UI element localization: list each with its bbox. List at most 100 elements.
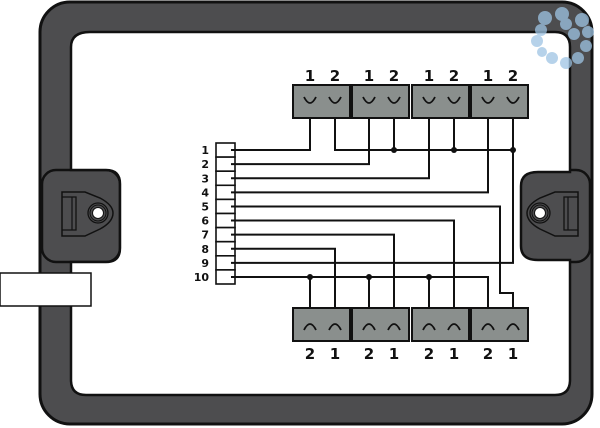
socket-icon [506,323,520,331]
pin-label: 2 [424,345,434,363]
left-mounting-lug [40,168,122,264]
terminal-2: 2 [201,156,236,173]
terminal-label: 3 [201,172,209,185]
terminal-3: 3 [201,170,236,187]
terminal-label: 1 [201,144,209,157]
connector-body [411,84,470,119]
connector-body [470,84,529,119]
right-screw-ring [529,202,551,224]
pin-label: 1 [424,67,434,85]
socket-icon [422,323,436,331]
terminal-9: 9 [201,255,236,271]
right-clip-outline [526,191,579,237]
pin-label: 1 [483,67,493,85]
connector-body [470,307,529,342]
connector-body [292,84,351,119]
right-clip-inner [563,196,578,231]
pin-label: 2 [508,67,518,85]
terminal-label: 7 [201,229,209,242]
socket-icon [362,323,376,331]
right-screw-hole [534,207,546,219]
terminal-6: 6 [201,212,236,229]
left-screw-hole [92,207,104,219]
pin-label: 1 [508,345,518,363]
pin-label: 2 [305,345,315,363]
connector-body [351,307,410,342]
socket-icon [481,323,495,331]
pin-label: 1 [305,67,315,85]
pin-label: 1 [449,345,459,363]
pin-label: 2 [449,67,459,85]
side-label-box [0,272,92,307]
housing-interior [69,30,572,397]
wire-terminal-3 [231,103,430,180]
pin-label: 2 [364,345,374,363]
terminal-label: 6 [201,215,209,228]
socket-icon [362,96,376,104]
watermark-logo-icon [531,7,594,69]
right-screw-mount [526,191,579,237]
pin-label: 2 [330,67,340,85]
connector-body [351,84,410,119]
pin-label: 1 [330,345,340,363]
terminal-8: 8 [201,240,236,257]
socket-icon [303,323,317,331]
terminal-label: 5 [201,200,209,213]
socket-icon [447,323,461,331]
junction-dot [391,147,397,154]
right-screw-ring-2 [531,204,549,222]
wire-terminal-7 [231,233,395,324]
pin-label: 1 [364,67,374,85]
wire-terminal-5 [231,205,514,324]
terminal-label: 4 [201,186,209,199]
pin-label: 2 [389,67,399,85]
terminal-label: 2 [201,158,209,171]
wire-terminal-2 [231,103,370,166]
junction-dot [451,147,457,154]
junction-dot [426,273,432,280]
socket-icon [387,96,401,104]
junction-dots [307,147,516,280]
left-screw-ring-2 [89,204,107,222]
junction-dot [307,273,313,280]
terminal-5: 5 [201,198,236,215]
terminal-label: 10 [194,271,210,284]
socket-icon [328,323,342,331]
left-screw-ring [87,202,109,224]
left-clip-inner [62,196,77,231]
socket-icon [303,96,317,104]
connector-body [411,307,470,342]
socket-icon [506,96,520,104]
left-screw-mount [61,191,114,237]
terminal-1: 1 [201,142,236,158]
left-clip-outline [61,191,114,237]
junction-dot [510,147,516,154]
socket-icon [481,96,495,104]
socket-icon [387,323,401,331]
connector-body [292,307,351,342]
terminal-4: 4 [201,184,236,201]
wire-terminal-4 [231,103,489,194]
socket-icon [328,96,342,104]
socket-icon [422,96,436,104]
pin-label: 1 [389,345,399,363]
terminal-label: 9 [201,257,209,270]
terminal-7: 7 [201,226,236,243]
terminal-label: 8 [201,243,209,256]
pin-label: 2 [483,345,493,363]
junction-dot [366,273,372,280]
socket-icon [447,96,461,104]
wire-terminal-6 [231,219,455,324]
wire-terminal-8 [231,247,336,324]
